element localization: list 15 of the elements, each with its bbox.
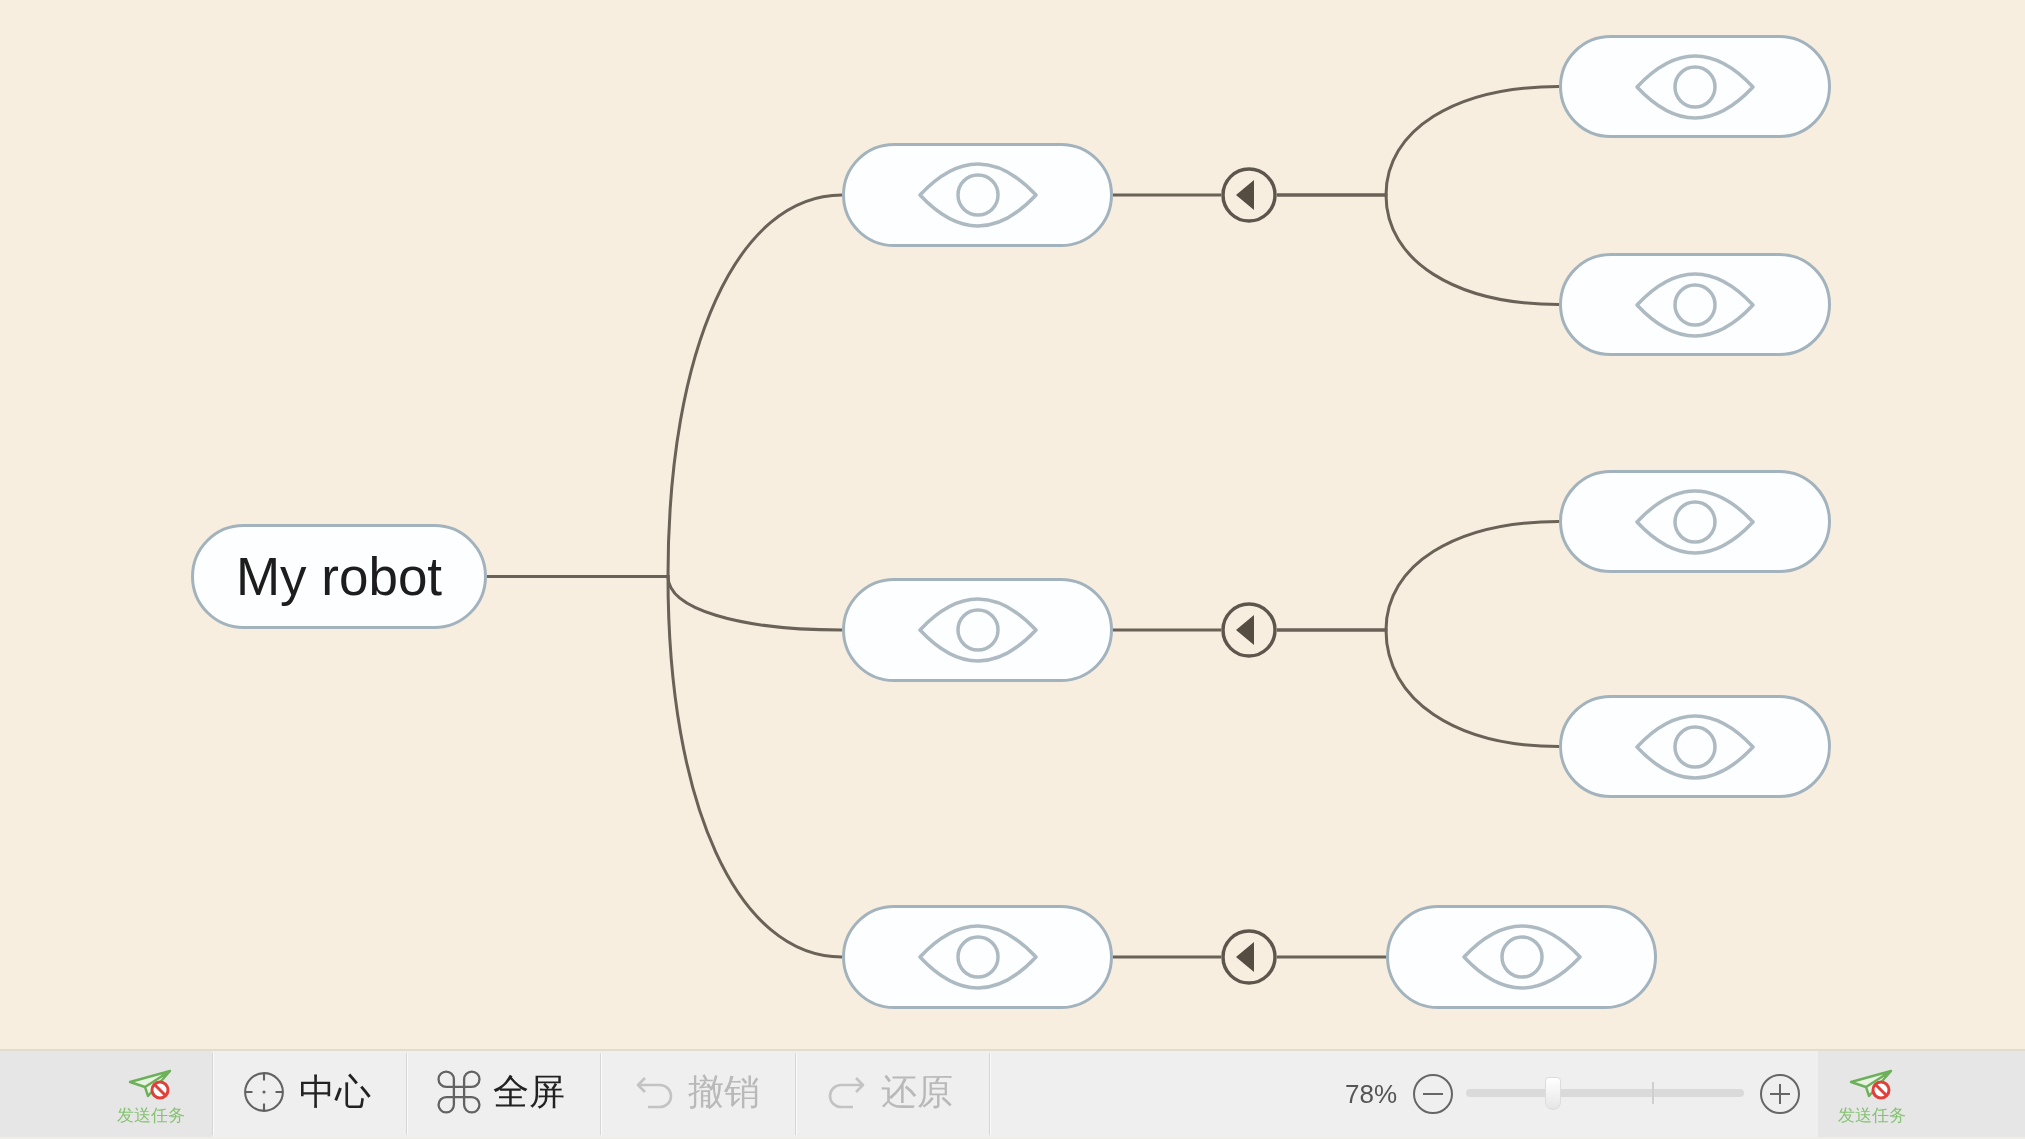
connector-line (1113, 955, 1221, 959)
connector-line (1277, 955, 1386, 959)
collapse-button (1221, 929, 1277, 985)
send-task-button: 发送任务 (1818, 1051, 2025, 1137)
zoom-level: 78% (1345, 1078, 1398, 1110)
center-label: 中心 (299, 1070, 371, 1114)
connector-line (1113, 628, 1221, 632)
collapse-button (1221, 602, 1277, 658)
connector-line (1277, 193, 1560, 306)
fullscreen-label: 全屏 (493, 1070, 565, 1114)
collapse-button (1221, 167, 1277, 223)
connector-line (1277, 628, 1560, 748)
connector-line (1113, 193, 1221, 197)
topic-box: My robot (191, 524, 487, 629)
send-task-button: 发送任务 (0, 1051, 212, 1137)
